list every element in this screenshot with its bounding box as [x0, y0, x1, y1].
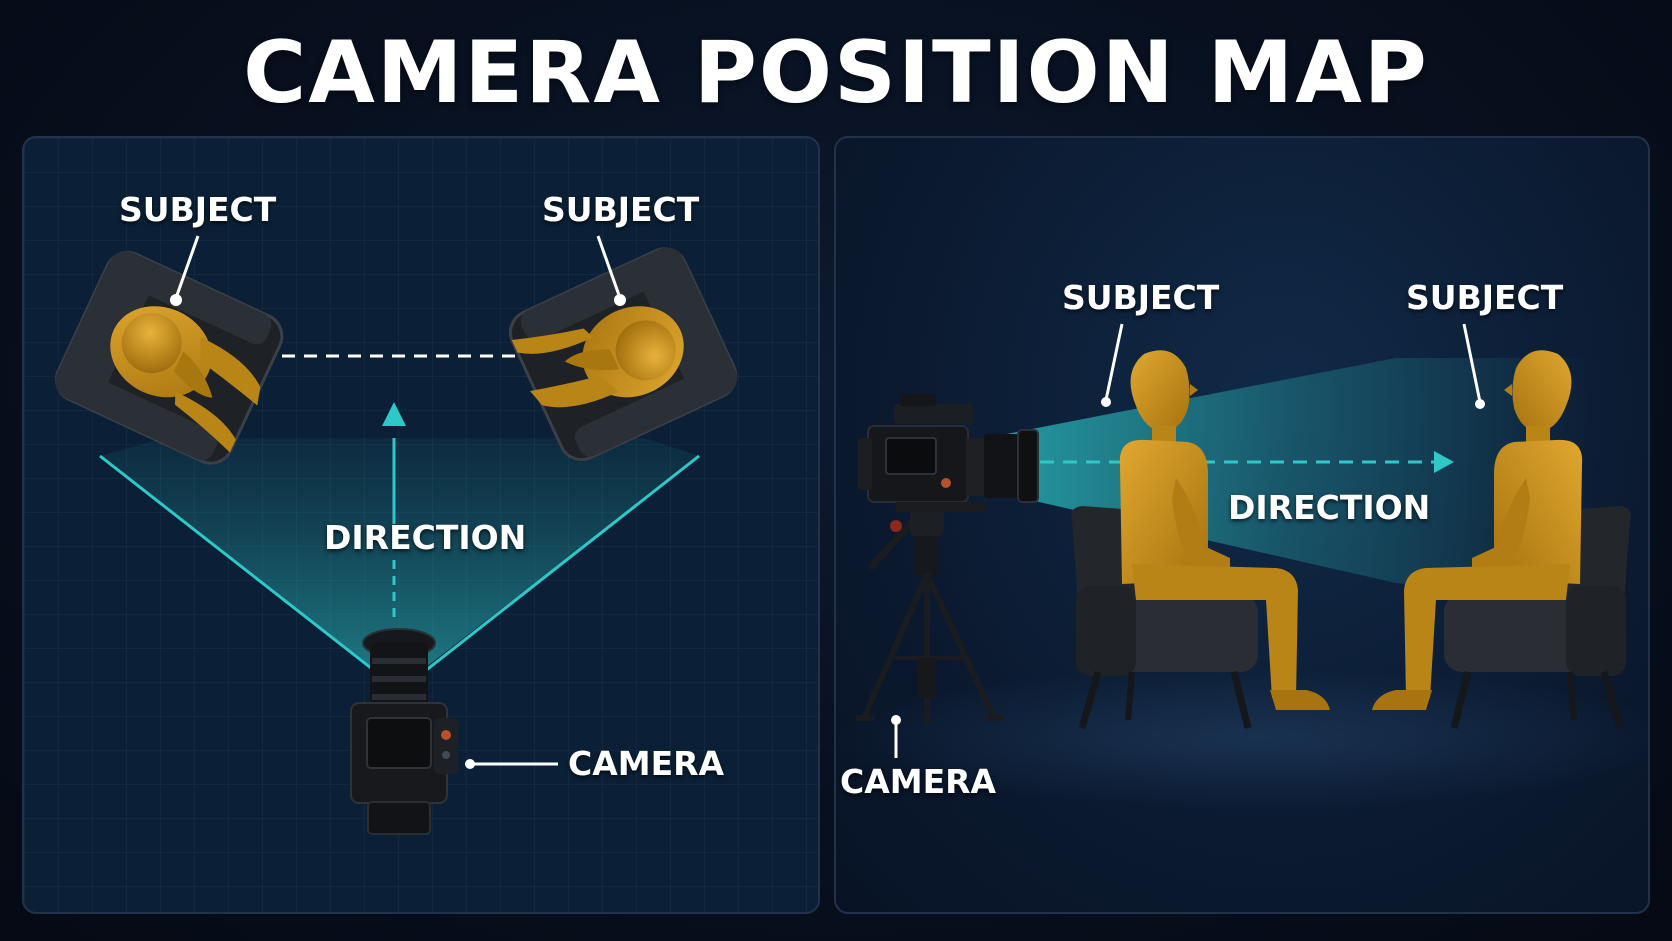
subject-left-label: SUBJECT [1062, 278, 1220, 317]
subject-right-side [1372, 350, 1631, 729]
subject-left-callout-dot [170, 294, 182, 306]
field-of-view-beam [986, 358, 1596, 598]
subject-left-label: SUBJECT [119, 190, 277, 229]
subject-left-callout [1104, 323, 1124, 401]
side-view-panel: SUBJECT SUBJECT DIRECTION CAMERA [834, 136, 1650, 914]
page-title: CAMERA POSITION MAP [243, 23, 1429, 123]
subject-left-side [1071, 350, 1330, 729]
camera-label: CAMERA [568, 744, 725, 783]
floor-glow [836, 668, 1648, 808]
person-figure-icon [511, 306, 684, 408]
person-figure-icon [1119, 350, 1330, 710]
armchair-icon [1444, 506, 1631, 729]
camera-icon [858, 394, 1039, 512]
person-figure-icon [110, 306, 261, 453]
subject-left-callout [174, 235, 200, 299]
subject-right-callout [596, 235, 622, 299]
top-view-diagram [54, 235, 738, 835]
direction-label: DIRECTION [1228, 488, 1431, 527]
arrow-up-icon [382, 402, 406, 426]
subject-right-callout [1462, 323, 1482, 403]
top-view-panel: SUBJECT SUBJECT DIRECTION CAMERA [22, 136, 820, 914]
subject-right-label: SUBJECT [542, 190, 700, 229]
subject-left-callout-dot [1101, 397, 1111, 407]
person-figure-icon [1372, 350, 1583, 710]
armchair-icon [1071, 506, 1258, 729]
subject-left-top [54, 250, 284, 465]
side-view-diagram [836, 323, 1648, 808]
cone-edge-right [405, 454, 700, 688]
direction-label: DIRECTION [324, 518, 527, 557]
field-of-view-cone [100, 438, 699, 688]
subject-right-top [508, 247, 738, 462]
subject-right-callout-dot [1475, 399, 1485, 409]
tripod-icon [856, 508, 1004, 723]
subject-right-callout-dot [614, 294, 626, 306]
camera-label: CAMERA [840, 762, 997, 801]
subject-right-label: SUBJECT [1406, 278, 1564, 317]
cone-edge-left [99, 454, 395, 688]
camera-icon [350, 628, 458, 835]
camera-callout-dot [891, 715, 901, 725]
arrow-right-icon [1434, 451, 1454, 473]
